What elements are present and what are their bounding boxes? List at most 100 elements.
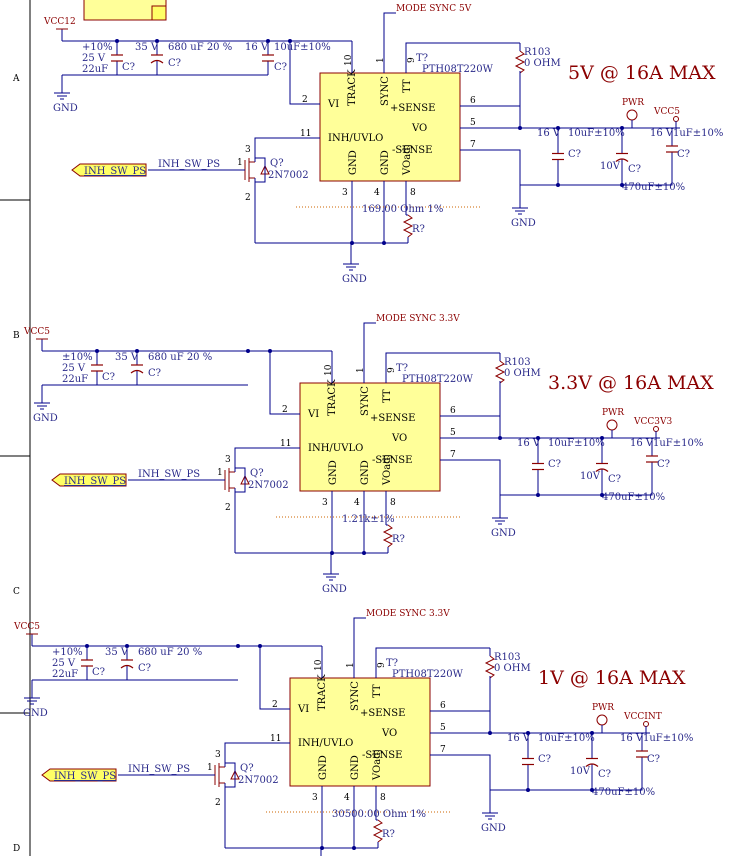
sheet-border: A B C D [0,0,31,856]
junction-dot [362,551,366,555]
fet-pin-d: 3 [245,145,251,155]
ic-pin-num-4: 4 [374,188,380,198]
mode-sync-label: MODE SYNC 5V [396,4,472,14]
r103-value: 0 OHM [524,58,561,69]
vout-port-icon [643,721,649,727]
out-cap3-volt: 16 V [620,733,644,744]
vout-net-label: VCC3V3 [633,417,672,427]
in-cap1-val: 22uF [62,374,88,385]
fet-refdes: Q? [270,158,284,169]
ic-refdes: T? [396,363,408,374]
ic-pin-num-10: 10 [324,364,334,376]
fet-pin-s: 2 [215,798,221,808]
ic-refdes: T? [416,53,428,64]
in-cap3-volt: 16 V [245,42,269,53]
in-cap2-volt: 35 V [135,42,159,53]
r103-ref: R103 [524,47,551,58]
fet-refdes: Q? [240,763,254,774]
block-title: 5V @ 16A MAX [568,62,716,84]
vout-port-icon [673,116,679,122]
ic-pin-num-5: 5 [440,723,446,733]
ground-symbol [24,690,40,705]
ic-part-number: PTH08T220W [392,669,464,680]
rset-resistor [382,524,394,548]
ic-pin-num-5: 5 [470,118,476,128]
ic-pin-vo: VO [381,728,397,739]
vin-net-label: VCC5 [23,327,50,337]
fet-refdes: Q? [250,468,264,479]
wire [385,352,500,383]
out-cap1-val: 10uF±10% [548,438,605,449]
ic-pin-num-3: 3 [342,188,348,198]
junction-dot [526,788,530,792]
ic-pin-num-10: 10 [314,659,324,671]
ic-pin-num-1: 1 [376,57,386,63]
pwr-marker-icon [626,109,638,121]
ground-symbol [482,805,498,820]
in-cap1-tol: +10% [82,42,113,53]
ic-pin-num-1: 1 [346,662,356,668]
ground-symbol [323,566,339,581]
inh-port-shape[interactable] [41,768,117,782]
pwr-marker-icon [606,419,618,431]
out-cap2-val: 470uF±10% [622,182,685,193]
wire [289,41,320,105]
ic-pin-num-7: 7 [450,450,456,460]
ic-pin-num-8: 8 [380,793,386,803]
capacitor-plate [130,369,144,374]
ic-pin-num-3: 3 [312,793,318,803]
capacitor-plate [615,158,629,162]
r103-ref: R103 [504,357,531,368]
out-cap1-volt: 16 V [507,733,531,744]
ic-pin-num-9: 9 [377,662,387,668]
capacitor-plate [595,468,609,472]
ic-pin-num-9: 9 [407,57,417,63]
wire [383,12,396,73]
ic-pin-vi: VI [297,704,309,715]
vin-net-label: VCC12 [43,17,76,27]
pwr-marker-icon [596,714,608,726]
ic-pin-vi: VI [327,99,339,110]
ic-part-number: PTH08T220W [402,374,474,385]
junction-dot [352,846,356,850]
rset-ref: R? [392,534,405,545]
ic-pin-gnd1: GND [318,755,329,780]
in-cap2-volt: 35 V [115,352,139,363]
wire [269,351,300,415]
in-cap1-ref: C? [92,667,105,678]
r103-resistor [514,50,526,74]
ic-pin-voadj: VOadj [372,749,383,781]
block-title: 3.3V @ 16A MAX [548,372,714,394]
ic-pin-tt: TT [382,389,393,403]
ground-symbol [492,510,508,525]
ic-pin-num-6: 6 [450,406,456,416]
junction-dot [600,493,604,497]
in-cap1-tol: +10% [52,647,83,658]
title-block-fragment [83,0,167,21]
inh-port-label: INH_SW_PS [54,771,116,782]
ic-pin-voadj: VOadj [402,144,413,176]
ic-pin-gnd2: GND [350,755,361,780]
ic-pin-num-11: 11 [280,439,291,449]
junction-dot [556,126,560,130]
ic-pin-psense: +SENSE [390,103,435,114]
r103-resistor [484,655,496,679]
out-cap3-volt: 16 V [630,438,654,449]
ic-pin-gnd2: GND [360,460,371,485]
fet-pin-d: 3 [225,455,231,465]
ground-label: GND [481,823,506,834]
fet-part-number: 2N7002 [268,170,309,181]
inh-port-shape[interactable] [51,473,127,487]
out-cap3-val: 1uF±10% [643,733,693,744]
pwr-label: PWR [602,408,624,418]
out-cap2-ref: C? [628,164,641,175]
out-cap3-val: 1uF±10% [653,438,703,449]
inh-port-shape[interactable] [71,163,147,177]
in-cap2-val: 680 uF 20 % [138,647,202,658]
mode-sync-label: MODE SYNC 3.3V [376,314,460,324]
ic-pin-num-6: 6 [470,96,476,106]
ground-label: GND [53,103,78,114]
wire [520,170,673,186]
zone-b-label: B [13,331,20,341]
